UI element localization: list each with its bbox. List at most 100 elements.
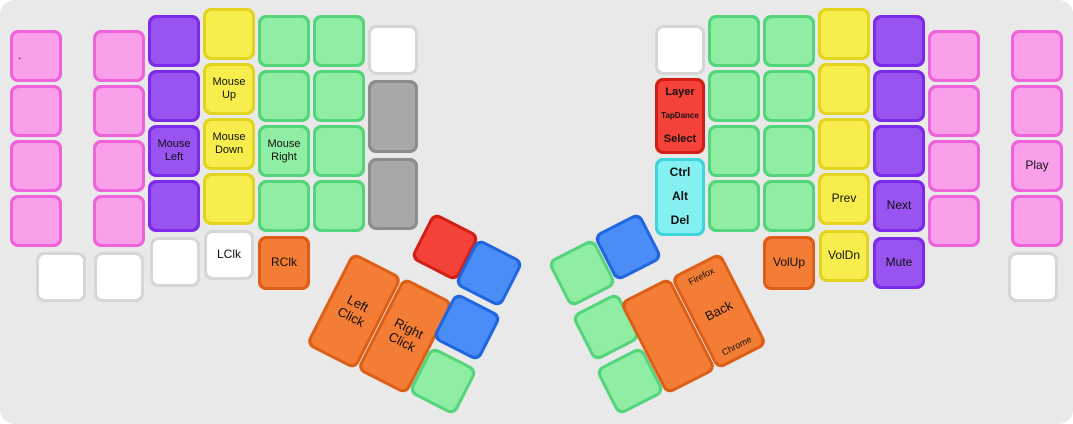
key-right-c7-r4-face [1014, 198, 1060, 244]
key-left-c2-r4[interactable] [93, 195, 145, 247]
key-mouse-down[interactable]: Mouse Down [203, 118, 255, 170]
key-right-c7-r2[interactable] [1011, 85, 1063, 137]
key-right-bottom-1-face [1011, 255, 1055, 299]
key-right-c4-r2[interactable] [818, 63, 870, 115]
key-right-c3-r1[interactable] [763, 15, 815, 67]
key-right-c7-r1-face [1014, 33, 1060, 79]
key-left-c1-r2-face [13, 88, 59, 134]
key-voldn[interactable]: VolDn [819, 230, 869, 282]
key-right-c2-r2[interactable] [708, 70, 760, 122]
key-left-c5-r1[interactable] [258, 15, 310, 67]
key-volup[interactable]: VolUp [763, 236, 815, 290]
key-right-c2-r4-face [711, 183, 757, 229]
key-left-c4-r1[interactable] [203, 8, 255, 60]
key-left-bottom-3[interactable] [150, 237, 200, 287]
key-right-c5-r1[interactable] [873, 15, 925, 67]
key-left-c1-r4[interactable] [10, 195, 62, 247]
key-mute[interactable]: Mute [873, 237, 925, 289]
key-left-c1-r4-face [13, 198, 59, 244]
key-left-c1-r1[interactable]: . [10, 30, 62, 82]
key-right-c3-r3[interactable] [763, 125, 815, 177]
key-left-inner-r1-face [371, 28, 415, 72]
key-left-inner-r3[interactable] [368, 158, 418, 230]
key-label: Prev [831, 191, 857, 206]
key-right-c6-r1[interactable] [928, 30, 980, 82]
key-label: Right Click [386, 314, 426, 355]
key-left-c3-r2-face [151, 73, 197, 119]
key-left-c2-r2[interactable] [93, 85, 145, 137]
key-left-c4-r4[interactable] [203, 173, 255, 225]
key-left-c1-r2[interactable] [10, 85, 62, 137]
key-right-c4-r1[interactable] [818, 8, 870, 60]
key-left-c4-r4-face [206, 176, 252, 222]
key-play[interactable]: Play [1011, 140, 1063, 192]
key-left-c3-r4[interactable] [148, 180, 200, 232]
key-mouse-left[interactable]: Mouse Left [148, 125, 200, 177]
key-label: Mouse Down [212, 131, 246, 156]
key-mouse-down-face: Mouse Down [206, 121, 252, 167]
key-left-c1-r3-face [13, 143, 59, 189]
key-left-inner-r2-face [371, 83, 415, 150]
key-label: Mouse Up [212, 76, 246, 101]
key-right-c2-r3[interactable] [708, 125, 760, 177]
key-right-inner-r1[interactable] [655, 25, 705, 75]
key-right-c4-r2-face [821, 66, 867, 112]
key-right-inner-r1-face [658, 28, 702, 72]
key-left-c3-r2[interactable] [148, 70, 200, 122]
key-left-c6-r4-face [316, 183, 362, 229]
key-left-c6-r3[interactable] [313, 125, 365, 177]
key-right-c6-r4[interactable] [928, 195, 980, 247]
key-right-c6-r3[interactable] [928, 140, 980, 192]
key-left-inner-r2[interactable] [368, 80, 418, 153]
key-left-c6-r1-face [316, 18, 362, 64]
key-right-c5-r3[interactable] [873, 125, 925, 177]
key-right-c2-r1[interactable] [708, 15, 760, 67]
key-right-c4-r3[interactable] [818, 118, 870, 170]
key-left-c5-r4-face [261, 183, 307, 229]
key-left-inner-r1[interactable] [368, 25, 418, 75]
key-lclk[interactable]: LClk [204, 230, 254, 280]
key-right-c5-r3-face [876, 128, 922, 174]
key-right-c3-r4-face [766, 183, 812, 229]
key-label: Mute [885, 255, 913, 270]
key-left-c2-r3[interactable] [93, 140, 145, 192]
key-right-c6-r2[interactable] [928, 85, 980, 137]
key-label: Layer [665, 86, 695, 98]
key-right-c5-r2[interactable] [873, 70, 925, 122]
key-left-c6-r2[interactable] [313, 70, 365, 122]
key-label: Left Click [335, 291, 371, 330]
key-right-c7-r4[interactable] [1011, 195, 1063, 247]
key-right-c2-r3-face [711, 128, 757, 174]
key-volup-face: VolUp [766, 239, 812, 287]
key-left-c2-r1[interactable] [93, 30, 145, 82]
key-mouse-up[interactable]: Mouse Up [203, 63, 255, 115]
key-left-c2-r3-face [96, 143, 142, 189]
key-label: LClk [216, 247, 241, 262]
key-left-c5-r2[interactable] [258, 70, 310, 122]
key-left-c6-r4[interactable] [313, 180, 365, 232]
key-right-c3-r2[interactable] [763, 70, 815, 122]
key-rclk-face: RClk [261, 239, 307, 287]
key-right-bottom-1[interactable] [1008, 252, 1058, 302]
key-label: Back [702, 296, 735, 324]
key-left-c5-r4[interactable] [258, 180, 310, 232]
key-left-c1-r3[interactable] [10, 140, 62, 192]
key-right-c3-r4[interactable] [763, 180, 815, 232]
key-left-bottom-1[interactable] [36, 252, 86, 302]
key-right-c7-r2-face [1014, 88, 1060, 134]
key-mouse-right[interactable]: Mouse Right [258, 125, 310, 177]
key-right-c7-r1[interactable] [1011, 30, 1063, 82]
key-left-bottom-2[interactable] [94, 252, 144, 302]
key-left-c3-r1[interactable] [148, 15, 200, 67]
key-rclk[interactable]: RClk [258, 236, 310, 290]
key-right-c2-r4[interactable] [708, 180, 760, 232]
key-next[interactable]: Next [873, 180, 925, 232]
key-left-c5-r1-face [261, 18, 307, 64]
key-label: Chrome [720, 333, 754, 358]
key-left-c6-r1[interactable] [313, 15, 365, 67]
key-prev[interactable]: Prev [818, 173, 870, 225]
key-left-c2-r1-face [96, 33, 142, 79]
